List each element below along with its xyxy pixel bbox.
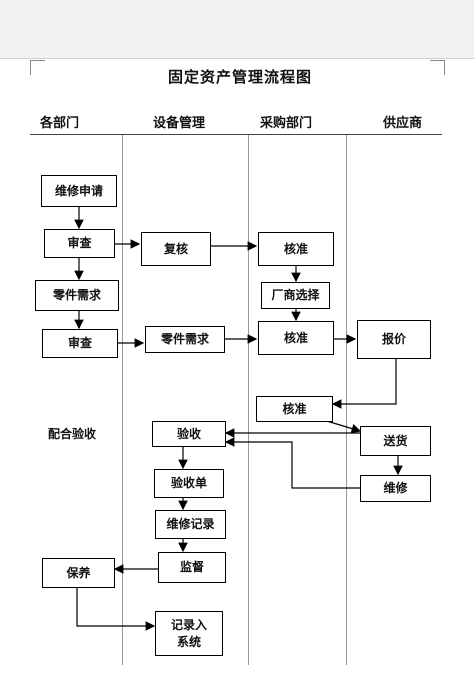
box-parts-need-2: 零件需求	[145, 326, 225, 353]
box-review: 审查	[44, 229, 115, 258]
box-recheck: 复核	[141, 232, 211, 266]
box-maintain: 保养	[42, 558, 115, 588]
box-record-system: 记录入系统	[155, 611, 223, 656]
box-approve: 核准	[258, 232, 334, 266]
box-acceptance: 验收	[152, 421, 226, 447]
document-header-band	[0, 0, 474, 59]
lane-header-divider	[30, 134, 442, 135]
box-repair-request: 维修申请	[41, 175, 117, 207]
diagram-title: 固定资产管理流程图	[167, 68, 312, 86]
box-review-2: 审查	[42, 329, 118, 358]
box-parts-need: 零件需求	[35, 280, 119, 311]
lane-label-departments: 各部门	[40, 116, 80, 131]
box-deliver: 送货	[360, 426, 431, 456]
arrow-repair-to-acceptance	[224, 437, 360, 489]
box-acceptance-form: 验收单	[154, 469, 224, 498]
lane-divider-1	[122, 135, 123, 665]
corner-mark-right	[430, 60, 445, 75]
corner-mark-left	[30, 60, 45, 75]
text-cooperate-acceptance: 配合验收	[48, 427, 97, 441]
box-repair-record: 维修记录	[155, 510, 226, 539]
arrow-quote-to-approve3	[331, 359, 397, 409]
lane-label-equipment: 设备管理	[153, 116, 206, 131]
arrow-maintain-to-system	[76, 588, 156, 631]
box-quote: 报价	[357, 320, 431, 359]
box-supervise: 监督	[158, 552, 226, 583]
box-repair: 维修	[360, 475, 431, 502]
box-approve-2: 核准	[258, 321, 334, 355]
lane-label-purchasing: 采购部门	[260, 116, 313, 131]
box-vendor-select: 厂商选择	[261, 282, 330, 309]
lane-divider-3	[346, 135, 347, 665]
lane-divider-2	[248, 135, 249, 665]
lane-label-supplier: 供应商	[383, 116, 423, 131]
box-approve-3: 核准	[256, 396, 333, 422]
